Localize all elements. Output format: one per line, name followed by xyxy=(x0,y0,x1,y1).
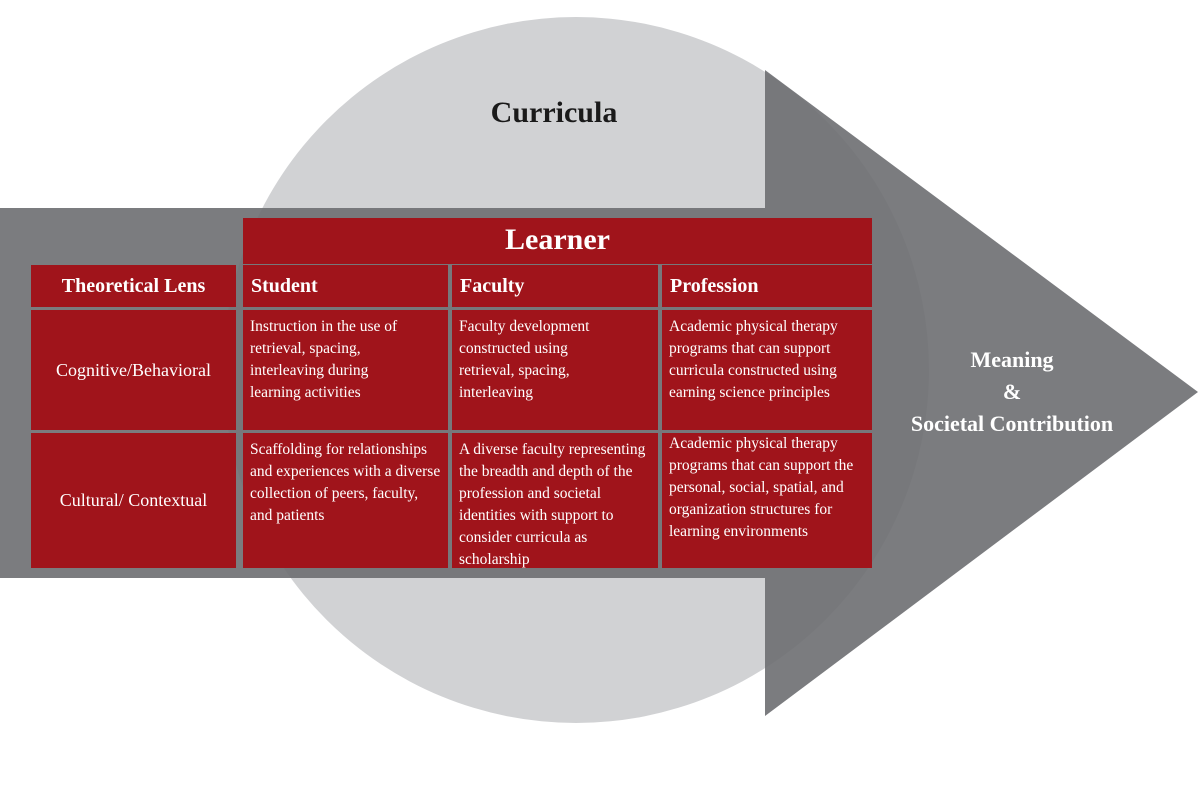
outcome-line-meaning: Meaning xyxy=(970,347,1054,372)
lens-cognitive-behavioral: Cognitive/Behavioral xyxy=(31,310,236,430)
outcome-line-ampersand: & xyxy=(1002,379,1022,404)
cell-cognitive-student: Instruction in the use of retrieval, spa… xyxy=(243,310,448,430)
cell-cognitive-profession: Academic physical therapy programs that … xyxy=(662,310,872,430)
learner-header: Learner xyxy=(243,218,872,264)
outcome-label: Meaning & Societal Contribution xyxy=(880,344,1144,440)
column-header-profession: Profession xyxy=(662,265,872,307)
cell-cultural-faculty: A diverse faculty representing the bread… xyxy=(452,433,658,568)
theoretical-lens-header: Theoretical Lens xyxy=(31,265,236,307)
cell-cultural-student: Scaffolding for relationships and experi… xyxy=(243,433,448,568)
curricula-label: Curricula xyxy=(490,96,618,129)
cell-cultural-profession: Academic physical therapy programs that … xyxy=(662,433,872,568)
outcome-line-societal: Societal Contribution xyxy=(910,411,1114,436)
column-header-faculty: Faculty xyxy=(452,265,658,307)
lens-cultural-contextual: Cultural/ Contextual xyxy=(31,433,236,568)
cell-cognitive-faculty: Faculty development constructed using re… xyxy=(452,310,658,430)
column-header-student: Student xyxy=(243,265,448,307)
